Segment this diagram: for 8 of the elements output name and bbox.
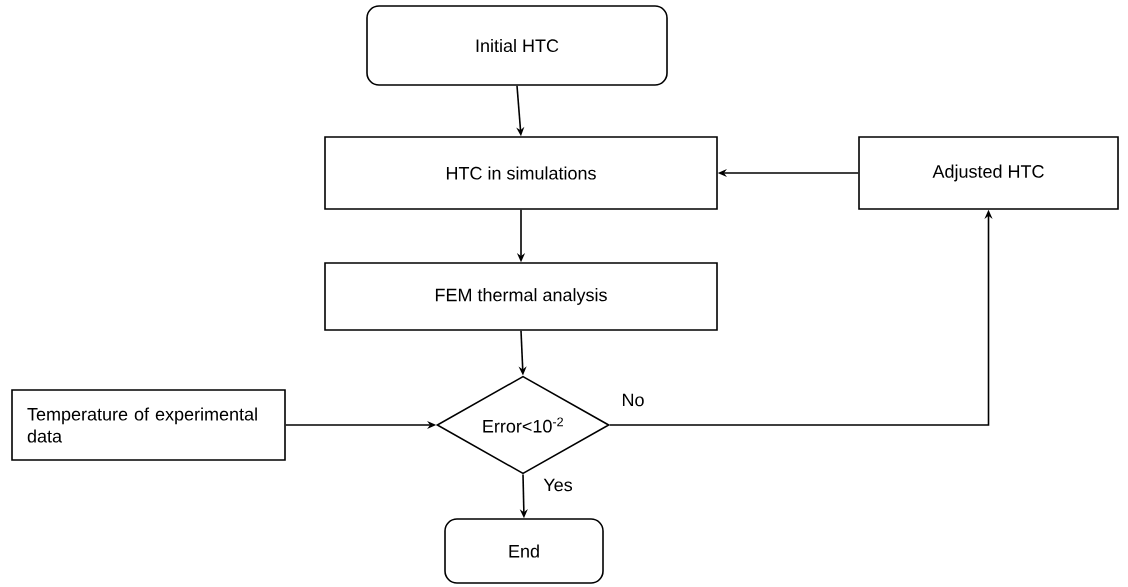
process-box: HTC in simulations xyxy=(324,136,718,210)
process-box: Adjusted HTC xyxy=(858,136,1119,210)
process-box: FEM thermal analysis xyxy=(324,262,718,331)
end-box: End xyxy=(444,518,604,584)
input-box: Temperature of experimental data xyxy=(11,389,286,461)
edge-label: No xyxy=(620,392,646,408)
edge-label: Yes xyxy=(542,477,574,493)
start-box: Initial HTC xyxy=(366,5,668,86)
